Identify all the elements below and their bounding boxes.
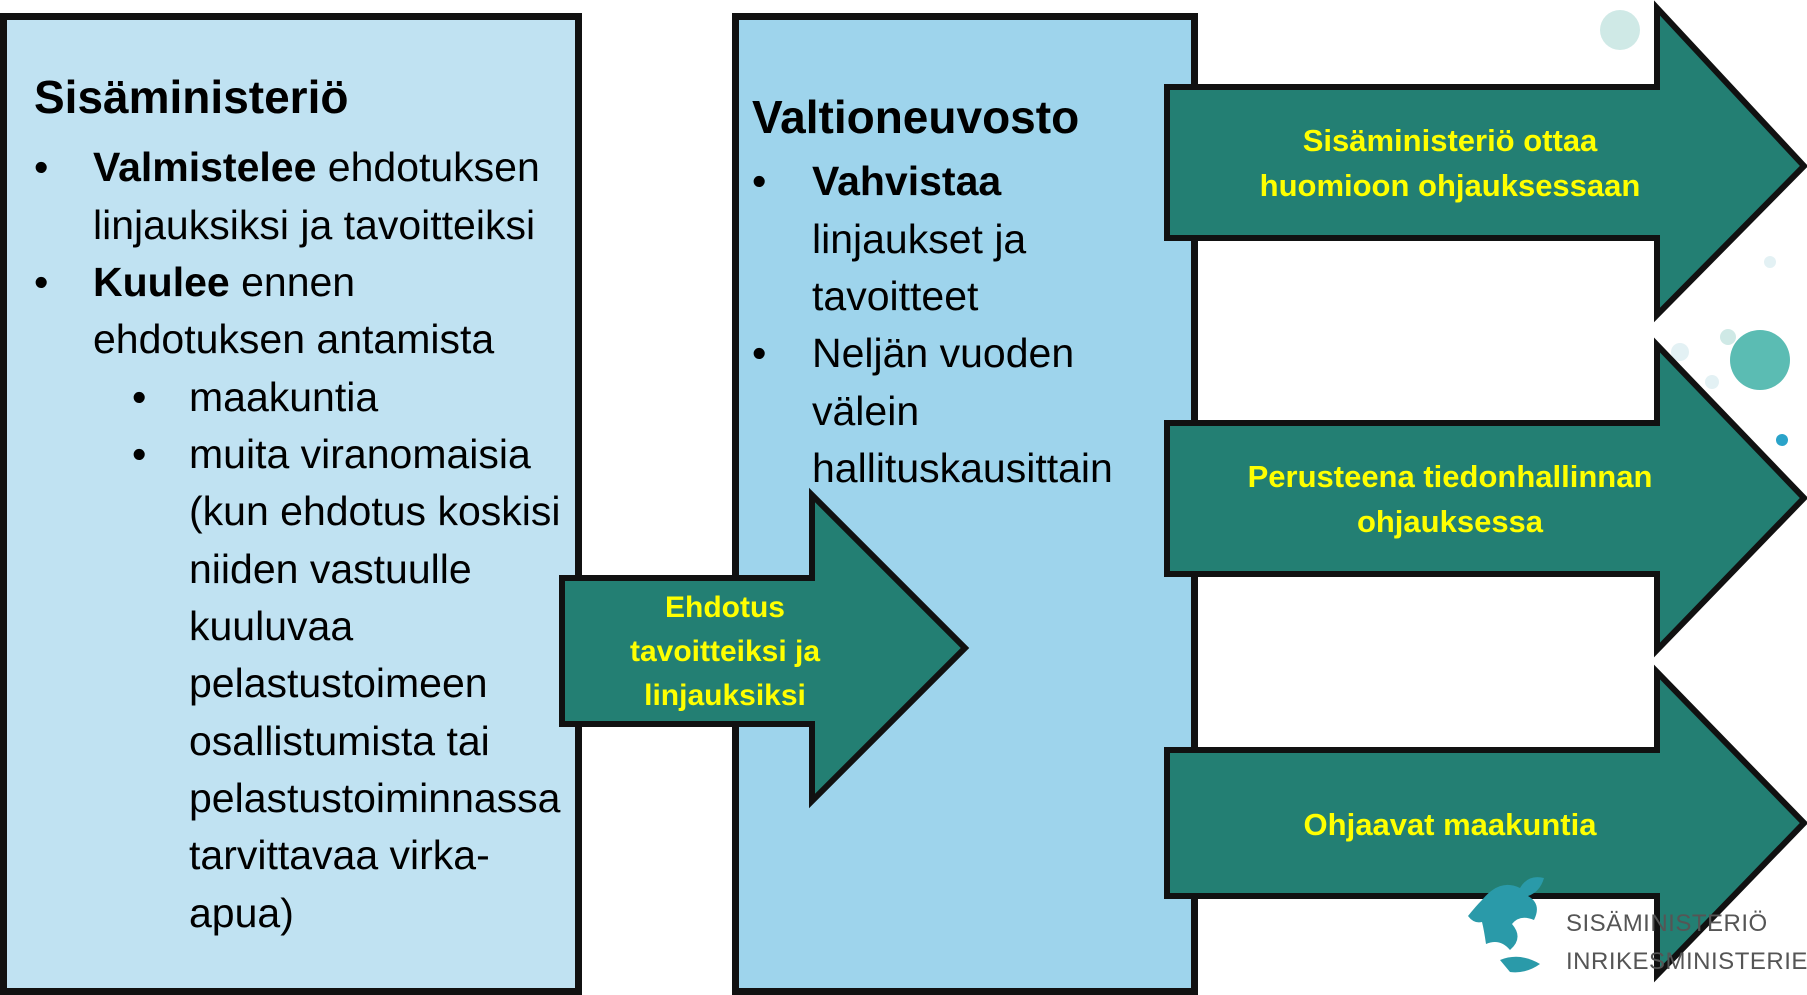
logo-line-2: INRIKESMINISTERIET <box>1566 948 1807 975</box>
right-arrow-1 <box>1164 0 1807 323</box>
right-arrow-1-line-2: huomioon ohjauksessaan <box>1259 168 1641 203</box>
center-arrow-line-3: linjauksiksi <box>644 679 806 712</box>
left-item-2-bold: Kuulee <box>93 259 230 305</box>
left-item-2-line-2: ehdotuksen antamista <box>93 316 495 362</box>
left-item-1-line-1: Valmistelee ehdotuksen <box>93 138 540 196</box>
right-arrow-3-label: Ohjaavat maakuntia <box>1185 802 1715 847</box>
right-arrow-2-line-2: ohjauksessa <box>1356 504 1544 539</box>
center-arrow-line-1: Ehdotus <box>665 591 785 624</box>
bullet-dot: • <box>34 259 49 305</box>
left-sub-item-2-line-2: (kun ehdotus koskisi <box>189 488 561 534</box>
ministry-logo-text: SISÄMINISTERIÖ INRIKESMINISTERIET <box>1566 905 1807 981</box>
bullet-dot: • <box>132 431 147 477</box>
left-item-2-line-1: Kuulee ennen <box>93 253 355 311</box>
right-arrow-2-line-1: Perusteena tiedonhallinnan <box>1247 459 1653 494</box>
left-sub-item-2-line-7: pelastustoiminnassa <box>189 775 561 821</box>
middle-item-2-line-1: Neljän vuoden <box>812 330 1075 376</box>
left-box-title: Sisäministeriö <box>34 71 349 123</box>
sisaministerio-box <box>0 13 582 995</box>
left-item-1-rest: ehdotuksen <box>316 144 540 190</box>
middle-item-2-line-2: välein <box>812 388 920 434</box>
right-arrow-2 <box>1164 337 1807 658</box>
center-arrow-line-2: tavoitteiksi ja <box>629 635 821 668</box>
left-sub-item-2-line-4: kuuluvaa <box>189 603 354 649</box>
left-item-2-rest: ennen <box>229 259 356 305</box>
right-arrow-3-line-1: Ohjaavat maakuntia <box>1303 807 1597 842</box>
left-sub-item-2-line-1: muita viranomaisia <box>189 431 531 477</box>
left-sub-item-2-line-3: niiden vastuulle <box>189 546 472 592</box>
right-arrow-1-line-1: Sisäministeriö ottaa <box>1302 123 1598 158</box>
right-arrow-1-label: Sisäministeriö ottaa huomioon ohjauksess… <box>1185 118 1715 208</box>
middle-item-1-bold: Vahvistaa <box>812 158 1002 204</box>
center-arrow <box>559 487 970 809</box>
middle-item-2-line-3: hallituskausittain <box>812 445 1113 491</box>
left-sub-item-2-line-8: tarvittavaa virka- <box>189 832 490 878</box>
logo-line-1: SISÄMINISTERIÖ <box>1566 910 1768 937</box>
left-sub-item-1: maakuntia <box>189 374 379 420</box>
bullet-dot: • <box>752 158 767 204</box>
right-arrow-3 <box>1164 664 1807 983</box>
right-arrow-2-label: Perusteena tiedonhallinnan ohjauksessa <box>1185 454 1715 544</box>
bullet-dot: • <box>752 330 767 376</box>
middle-item-1-line-2: linjaukset ja <box>812 216 1027 262</box>
middle-item-1-line-3: tavoitteet <box>812 273 979 319</box>
middle-box-title: Valtioneuvosto <box>752 91 1080 143</box>
left-sub-item-2-line-9: apua) <box>189 890 294 936</box>
bullet-dot: • <box>132 374 147 420</box>
left-item-1-line-2: linjauksiksi ja tavoitteiksi <box>93 202 536 248</box>
left-sub-item-2-line-6: osallistumista tai <box>189 718 490 764</box>
center-arrow-label: Ehdotus tavoitteiksi ja linjauksiksi <box>585 586 865 718</box>
left-item-1-bold: Valmistelee <box>93 144 317 190</box>
bullet-dot: • <box>34 144 49 190</box>
left-sub-item-2-line-5: pelastustoimeen <box>189 660 488 706</box>
